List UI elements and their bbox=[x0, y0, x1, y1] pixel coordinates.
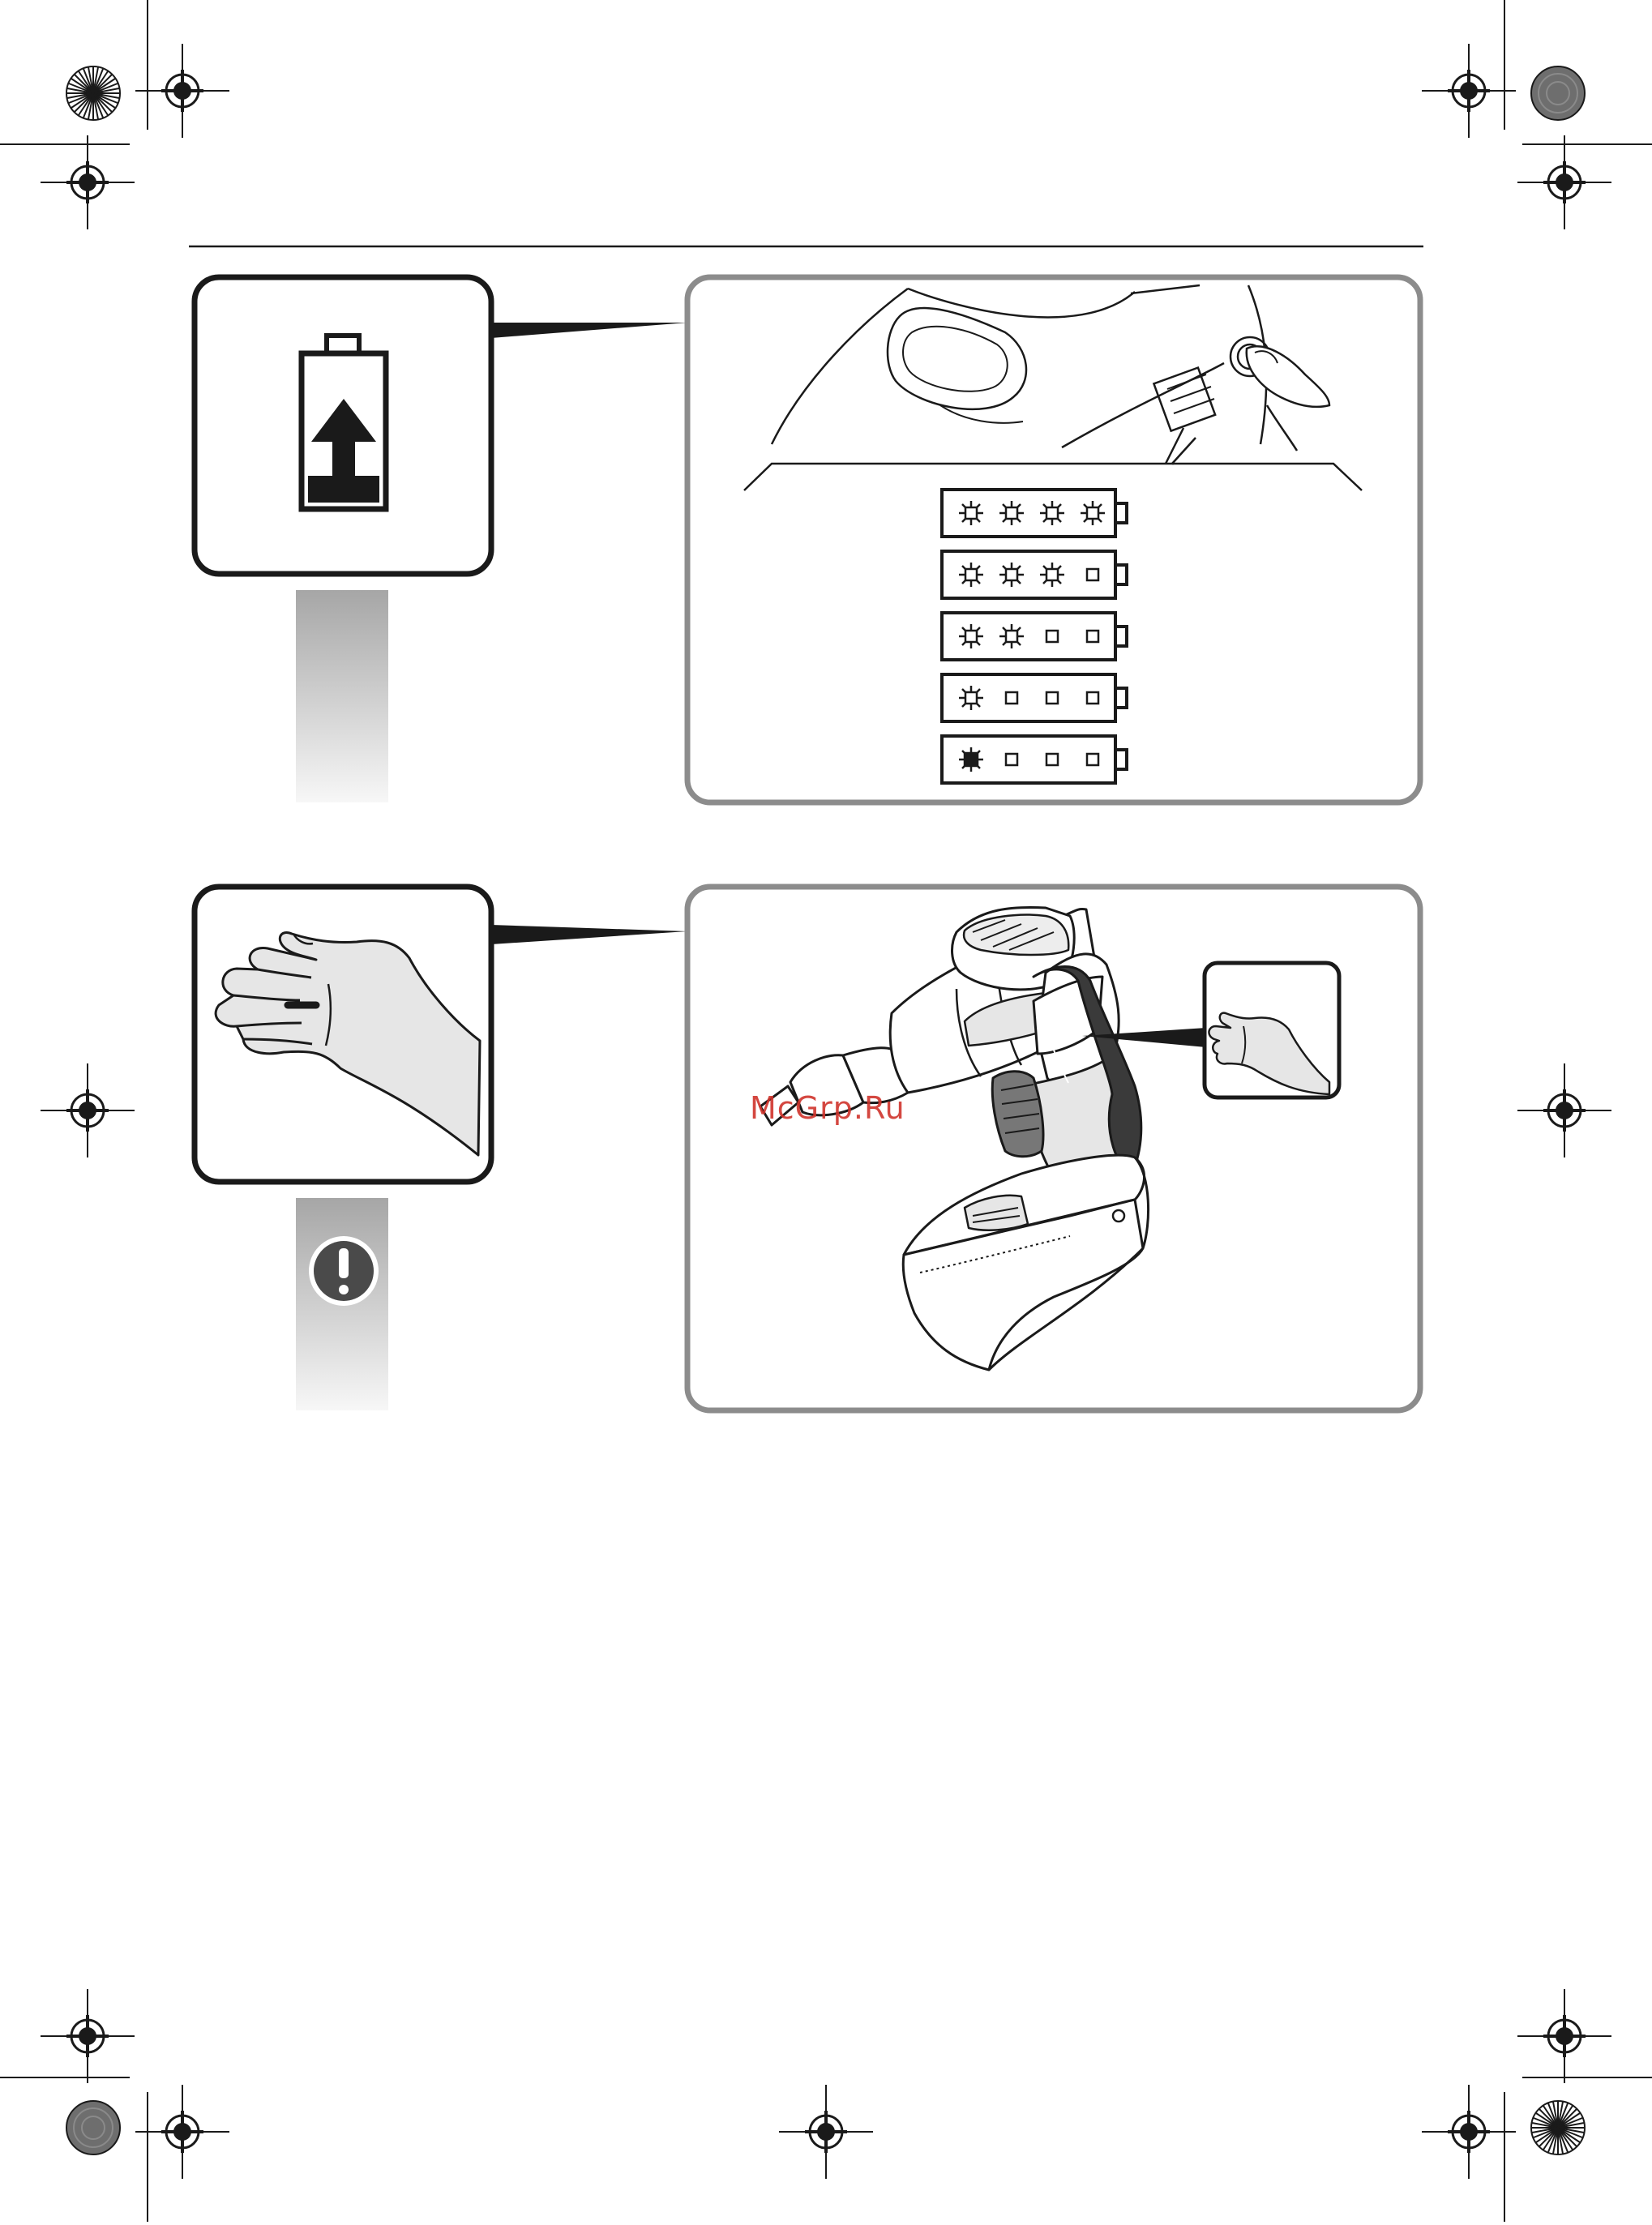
hand-grip-inset bbox=[1205, 963, 1339, 1098]
battery-terminal bbox=[1115, 565, 1127, 584]
led-star-icon bbox=[959, 747, 983, 772]
registration-mark-icon bbox=[41, 135, 135, 229]
led-square-icon bbox=[1046, 692, 1058, 704]
led-star-icon bbox=[959, 563, 983, 587]
battery-level-indicator bbox=[942, 490, 1127, 783]
battery-terminal bbox=[1115, 750, 1127, 769]
color-calibration-wheel-icon bbox=[66, 66, 120, 120]
hand-grip-panel bbox=[195, 887, 687, 1182]
led-square-icon bbox=[1046, 631, 1058, 642]
battery-level-panel bbox=[687, 277, 1420, 802]
registration-mark-icon bbox=[41, 1989, 135, 2083]
registration-mark-icon bbox=[1422, 44, 1516, 138]
led-star-icon bbox=[959, 686, 983, 710]
led-star-icon bbox=[959, 501, 983, 525]
led-star-icon bbox=[999, 624, 1024, 648]
registration-mark-icon bbox=[41, 1063, 135, 1157]
warning-bar bbox=[296, 1198, 388, 1410]
led-star-icon bbox=[1081, 501, 1105, 525]
led-star-icon bbox=[1040, 501, 1064, 525]
battery-level-row bbox=[942, 490, 1127, 537]
led-square-icon bbox=[1087, 754, 1098, 765]
registration-mark-icon bbox=[135, 2085, 229, 2179]
color-calibration-wheel-icon bbox=[1531, 66, 1585, 120]
led-star-icon bbox=[999, 501, 1024, 525]
led-square-icon bbox=[1006, 692, 1017, 704]
tool-grip-panel bbox=[687, 887, 1420, 1410]
color-calibration-wheel-icon bbox=[1531, 2101, 1585, 2154]
registration-mark-icon bbox=[1517, 135, 1611, 229]
battery-level-row bbox=[942, 551, 1127, 598]
color-calibration-wheel-icon bbox=[66, 2101, 120, 2154]
led-star-icon bbox=[959, 624, 983, 648]
led-square-icon bbox=[1087, 631, 1098, 642]
registration-mark-icon bbox=[1517, 1063, 1611, 1157]
led-square-icon bbox=[1087, 569, 1098, 580]
registration-mark-icon bbox=[1517, 1989, 1611, 2083]
battery-charge-icon bbox=[302, 336, 386, 509]
battery-level-row bbox=[942, 674, 1127, 721]
warning-exclamation-icon bbox=[309, 1236, 379, 1306]
led-square-icon bbox=[1046, 754, 1058, 765]
registration-mark-icon bbox=[135, 44, 229, 138]
battery-terminal bbox=[1115, 688, 1127, 708]
battery-charge-panel bbox=[195, 277, 687, 574]
battery-level-row bbox=[942, 736, 1127, 783]
registration-mark-icon bbox=[1422, 2085, 1516, 2179]
led-square-icon bbox=[1006, 754, 1017, 765]
led-square-icon bbox=[1087, 692, 1098, 704]
battery-terminal bbox=[1115, 627, 1127, 646]
battery-level-row bbox=[942, 613, 1127, 660]
registration-mark-icon bbox=[779, 2085, 873, 2179]
led-star-icon bbox=[999, 563, 1024, 587]
gradient-bar bbox=[296, 590, 388, 802]
led-star-icon bbox=[1040, 563, 1064, 587]
battery-terminal bbox=[1115, 503, 1127, 523]
watermark: McGrp.Ru bbox=[750, 1090, 905, 1126]
